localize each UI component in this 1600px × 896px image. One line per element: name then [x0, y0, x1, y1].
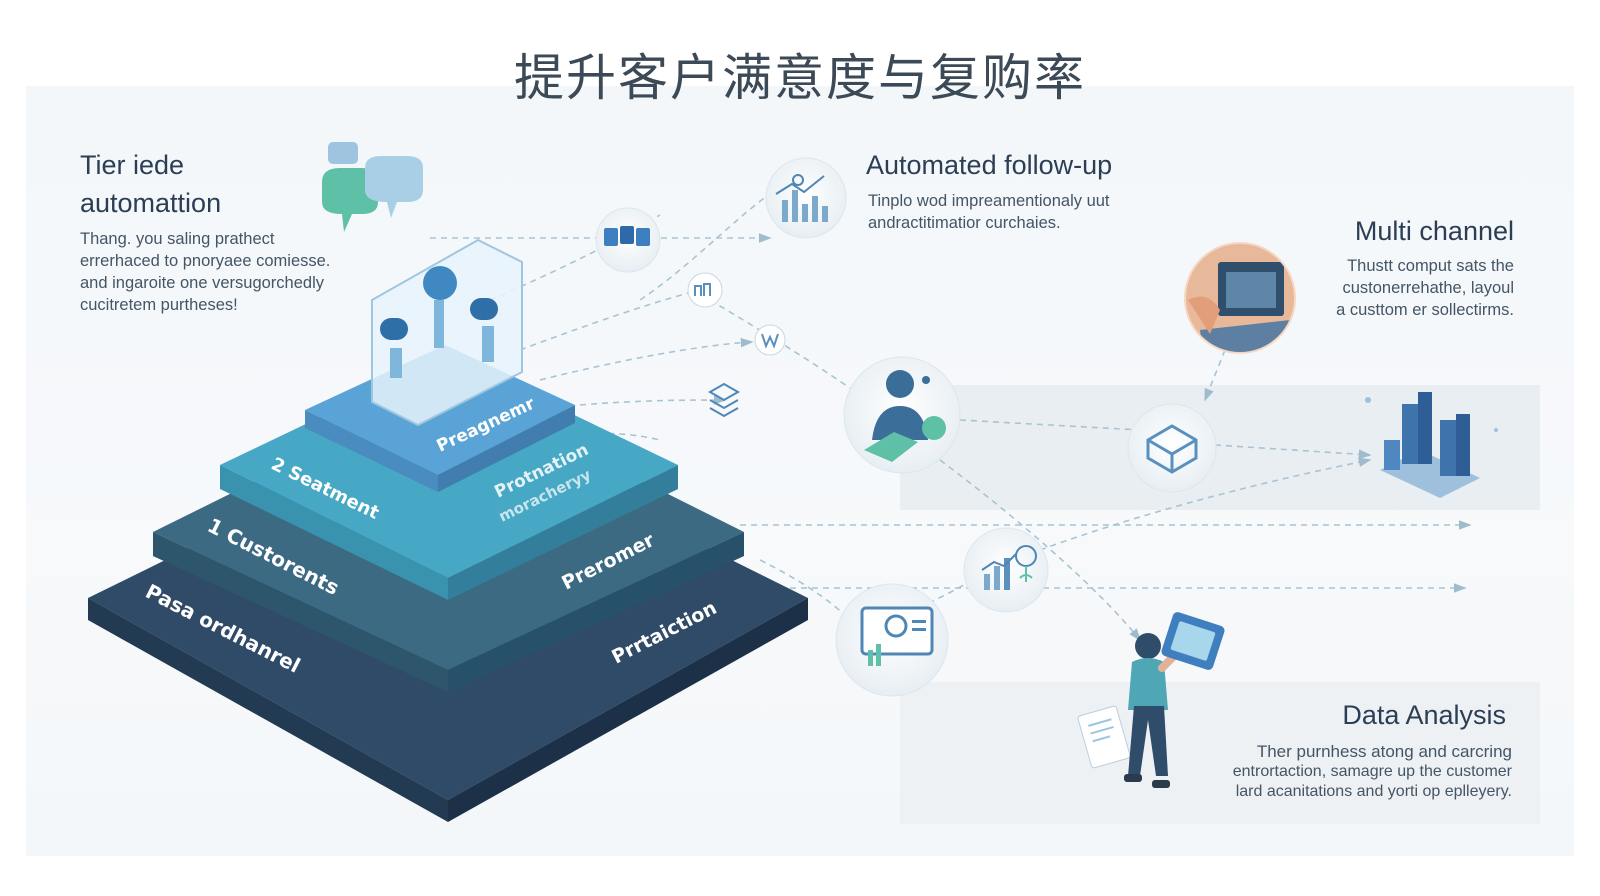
followup-body-line: Tinplo wod impreamentionaly uut	[868, 192, 1110, 210]
glass-dashboard-icon	[371, 238, 523, 427]
connector-line	[1039, 457, 1372, 551]
tier-body-line: errerhaced to pnoryaee comiesse.	[80, 252, 331, 270]
connector-line	[1204, 349, 1226, 402]
connector-line	[959, 419, 1141, 431]
monitor-report-icon	[835, 583, 949, 697]
workflow-icon	[687, 272, 723, 308]
chat-bubbles-icon	[322, 142, 423, 232]
analyst-person-icon	[1077, 612, 1225, 788]
multichannel-body: Thustt comput sats the custonerrehathe, …	[1336, 255, 1514, 321]
tier-heading-line2: automattion	[80, 188, 222, 218]
cards-icon	[595, 207, 661, 273]
tier-body-line: cucitretem purtheses!	[80, 296, 238, 314]
analytics-chart-icon	[765, 157, 847, 239]
tier-body: Thang. you saling prathect errerhaced to…	[80, 228, 330, 316]
multichannel-heading: Multi channel	[1354, 216, 1514, 246]
connector-line	[519, 288, 702, 351]
connector-line	[579, 395, 727, 406]
multichannel-body-line: custonerrehathe, layoul	[1342, 279, 1514, 297]
followup-heading: Automated follow-up	[866, 150, 1113, 180]
connector-line	[899, 579, 971, 621]
connector-line	[939, 459, 1141, 642]
multichannel-body-line: Thustt comput sats the	[1347, 257, 1514, 275]
tier-body-line: and ingaroite one versugorchedly	[80, 274, 324, 292]
person-support-icon	[843, 356, 961, 474]
connector-line	[539, 337, 754, 381]
connector-line	[1214, 444, 1372, 460]
page-title: 提升客户满意度与复购率	[514, 49, 1086, 107]
data-analysis-body-line: lard acanitations and yorti op eplleyery…	[1235, 783, 1512, 800]
hands-laptop-icon	[1184, 242, 1296, 354]
data-analysis-body-line: entrortaction, samagre up the customer	[1232, 763, 1512, 780]
followup-body-line: andractitimatior curchaies.	[868, 214, 1061, 232]
tier-heading: Tier iede automattion	[80, 146, 221, 222]
multichannel-body-line: a custtom er sollectirms.	[1336, 301, 1514, 319]
box-icon	[1127, 403, 1217, 493]
city-blocks-icon	[1365, 392, 1498, 498]
connector-line	[639, 174, 801, 301]
stack-icon	[707, 382, 741, 418]
tier-body-line: Thang. you saling prathect	[80, 230, 275, 248]
band-data-analysis	[900, 682, 1540, 824]
followup-body: Tinplo wod impreamentionaly uut andracti…	[868, 190, 1110, 234]
data-analysis-body-line: Ther purnhess atong and carcring	[1256, 742, 1512, 761]
data-analysis-body: Ther purnhess atong and carcring entrort…	[1233, 742, 1512, 802]
pyramid: Preagnemr 2 Seatment Protnation moracher…	[88, 238, 808, 822]
growth-chart-icon	[963, 527, 1049, 613]
w-node-icon	[754, 324, 786, 356]
tier-heading-line1: Tier iede	[80, 150, 185, 180]
data-analysis-heading: Data Analysis	[1342, 700, 1506, 730]
connector-line	[709, 299, 861, 396]
